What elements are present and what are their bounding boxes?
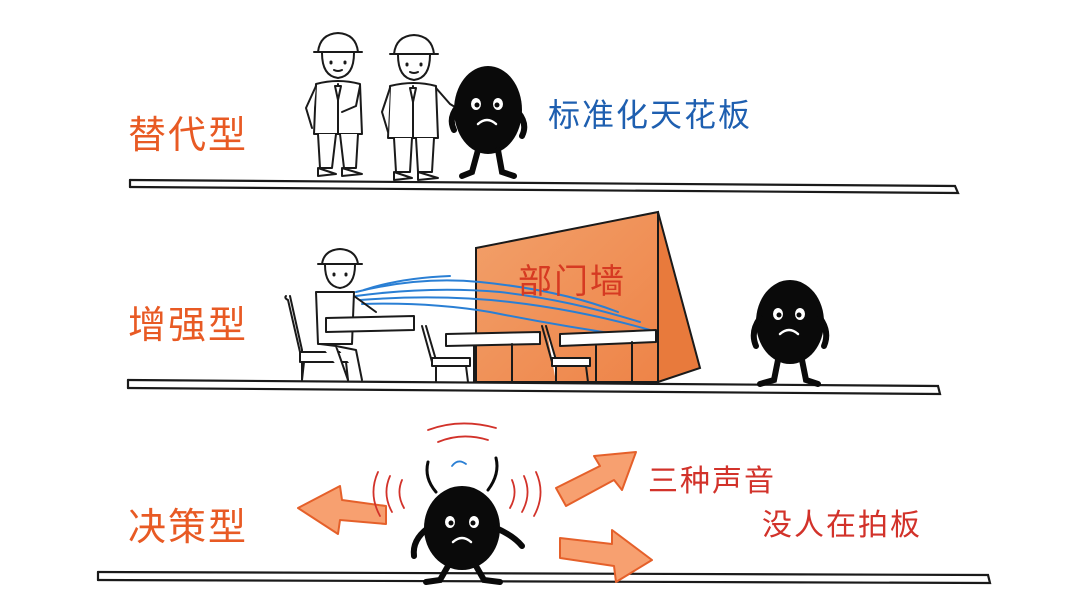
shelf-1	[128, 178, 960, 195]
question-swirl	[451, 460, 467, 467]
chair-icon	[421, 325, 471, 383]
shelf-3	[96, 570, 992, 585]
note-department-wall: 部门墙	[518, 262, 626, 302]
chair-icon	[541, 325, 591, 383]
orange-arrow-icon	[559, 529, 653, 583]
wind-lines	[355, 275, 651, 337]
blob-character-icon	[750, 280, 830, 387]
orange-arrow-icon	[555, 451, 637, 507]
note-standardized-ceiling: 标准化天花板	[548, 96, 753, 134]
worker-icon	[284, 248, 415, 381]
row-label-enhancement: 增强型	[128, 303, 249, 347]
table-icon	[445, 331, 541, 383]
note-three-voices: 三种声音	[648, 464, 776, 499]
blob-character-icon	[410, 456, 525, 585]
blob-character-icon	[448, 66, 528, 179]
row-label-replacement: 替代型	[128, 113, 249, 157]
worker-icon	[381, 34, 461, 181]
row-label-decision: 决策型	[128, 505, 249, 549]
worker-icon	[305, 32, 363, 177]
table-icon	[559, 329, 657, 383]
note-no-one-decides: 没人在拍板	[762, 508, 922, 543]
orange-arrow-icon	[297, 485, 387, 535]
noise-arcs	[372, 422, 542, 517]
